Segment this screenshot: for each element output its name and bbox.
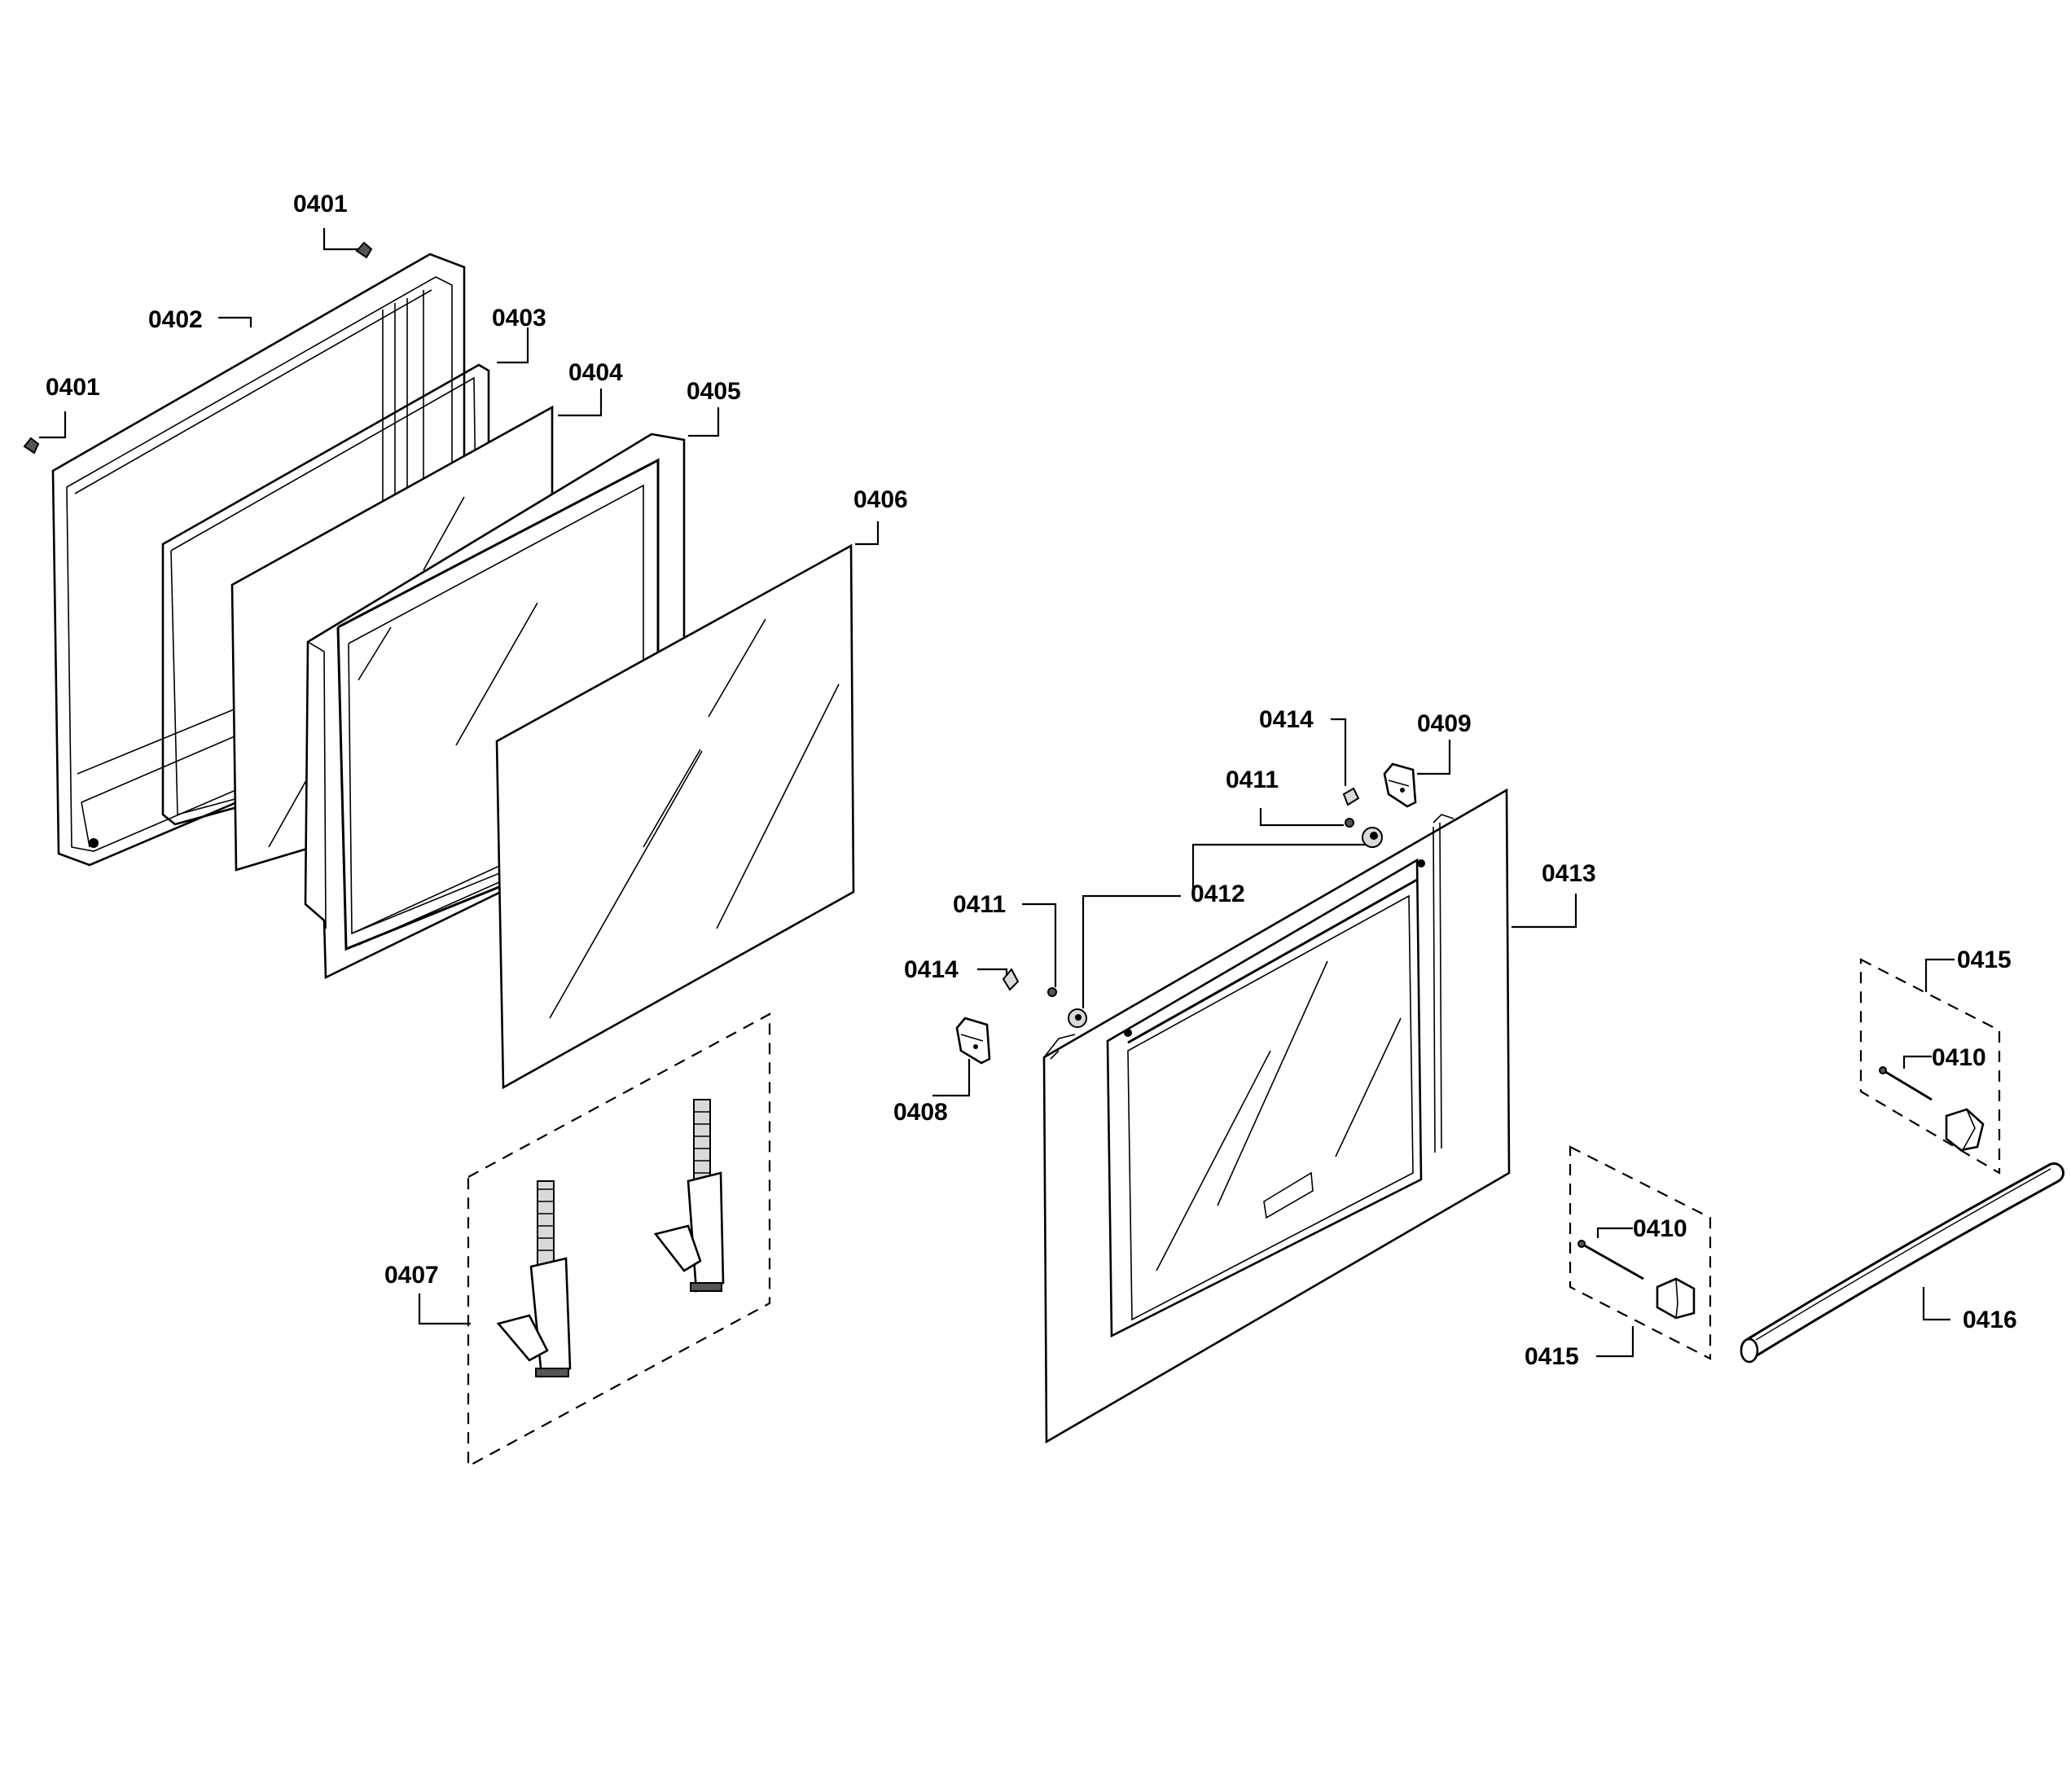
- part-label-0401-top: 0401: [293, 191, 348, 217]
- outer-glass-part: [495, 543, 855, 1090]
- bracket-part-upper: [1383, 762, 1417, 808]
- part-label-0415-lower: 0415: [1525, 1343, 1579, 1370]
- handle-mount-group-lower: [1569, 1145, 1712, 1360]
- part-label-0403: 0403: [492, 305, 546, 332]
- part-label-0413: 0413: [1542, 860, 1596, 887]
- part-label-0405: 0405: [687, 378, 741, 405]
- part-label-0404: 0404: [568, 359, 623, 386]
- part-label-0416: 0416: [1963, 1307, 2017, 1333]
- part-label-0411-lower: 0411: [953, 891, 1006, 918]
- part-label-0402: 0402: [148, 306, 203, 333]
- part-label-0411-upper: 0411: [1226, 766, 1279, 793]
- handle-mount-group-upper: [1859, 958, 2001, 1175]
- part-label-0406: 0406: [853, 486, 908, 513]
- washer-part-lower: [1047, 987, 1057, 997]
- leader-lines: [39, 228, 1955, 1358]
- part-label-0408: 0408: [893, 1099, 948, 1126]
- part-label-0414-upper: 0414: [1259, 706, 1314, 733]
- part-label-0407: 0407: [384, 1262, 439, 1289]
- part-label-0414-lower: 0414: [904, 956, 959, 983]
- screw-part-top: [355, 241, 373, 259]
- bushing-part-upper: [1362, 827, 1383, 848]
- part-label-0410-upper: 0410: [1932, 1044, 1986, 1071]
- clip-part-lower: [1002, 968, 1020, 991]
- part-label-0401-left: 0401: [46, 374, 100, 401]
- handle-bar-part: [1740, 1162, 2064, 1364]
- part-label-0415-upper: 0415: [1957, 947, 2012, 973]
- bracket-part-lower: [955, 1017, 991, 1065]
- clip-part-upper: [1342, 787, 1360, 806]
- hinge-group-part: [467, 1012, 771, 1468]
- outer-door-panel-part: [1042, 788, 1511, 1444]
- bushing-part-lower: [1068, 1008, 1087, 1028]
- part-label-0410-lower: 0410: [1633, 1215, 1687, 1242]
- part-label-0409: 0409: [1417, 710, 1472, 737]
- part-label-0412: 0412: [1191, 881, 1245, 907]
- washer-part-upper: [1345, 818, 1354, 828]
- screw-part-left: [23, 437, 40, 455]
